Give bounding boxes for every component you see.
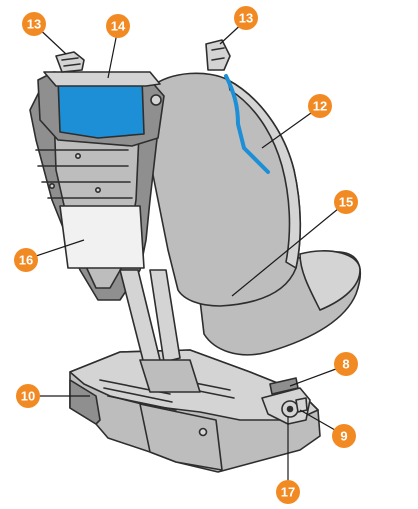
callout-10: 10	[16, 384, 40, 408]
svg-text:14: 14	[111, 19, 126, 34]
base-side-face	[139, 403, 223, 471]
base-screw	[198, 427, 208, 437]
callouts: 13 14 13 12 15 16 8 10	[14, 6, 358, 504]
headrest-adjuster-right-slot	[211, 47, 225, 61]
rear-frame-hole-b	[48, 183, 55, 190]
shoulder-belt-guide	[224, 74, 270, 174]
callout-15: 15	[334, 190, 358, 214]
harness-lower	[139, 359, 201, 393]
callout-12: 12	[308, 94, 332, 118]
recline-knob-center	[286, 405, 294, 413]
svg-text:10: 10	[21, 389, 35, 404]
headrest-button	[150, 94, 162, 106]
callout-16: 16	[14, 248, 38, 272]
base-front-face	[69, 379, 101, 425]
svg-text:15: 15	[339, 195, 353, 210]
rear-frame-hole-c	[95, 187, 102, 194]
callout-14: 14	[106, 14, 130, 38]
callout-13b: 13	[234, 6, 258, 30]
rear-frame-hole-a	[75, 153, 82, 160]
headrest-adjuster-left-slot	[61, 57, 81, 67]
svg-text:17: 17	[281, 485, 295, 500]
harness-strap-right	[149, 269, 181, 363]
callout-13a: 13	[22, 12, 46, 36]
headrest-adjuster-left	[55, 51, 85, 73]
seat-back-side	[227, 79, 302, 269]
seat-back-shell	[149, 72, 302, 307]
recline-button	[295, 397, 308, 413]
car-seat-illustration	[29, 39, 362, 473]
callout-8: 8	[334, 352, 358, 376]
svg-text:13: 13	[239, 11, 253, 26]
rear-vent-slats	[35, 149, 133, 199]
callout-9: 9	[332, 424, 356, 448]
latch-release-lever	[269, 377, 299, 395]
svg-text:9: 9	[340, 429, 347, 444]
instruction-label-panel	[59, 205, 145, 269]
base-ribs	[99, 375, 235, 411]
leader-12	[261, 107, 319, 149]
leader-8	[289, 365, 345, 387]
headrest-top-rim	[43, 71, 161, 87]
svg-text:13: 13	[27, 17, 41, 32]
callout-17: 17	[276, 480, 300, 504]
headrest-blue-panel	[57, 77, 145, 139]
svg-text:16: 16	[19, 253, 33, 268]
leader-16	[29, 239, 85, 259]
svg-text:8: 8	[342, 357, 349, 372]
svg-text:12: 12	[313, 99, 327, 114]
leader-15	[231, 203, 345, 297]
seat-cushion-top	[299, 250, 361, 311]
headrest-adjuster-right	[205, 39, 231, 71]
